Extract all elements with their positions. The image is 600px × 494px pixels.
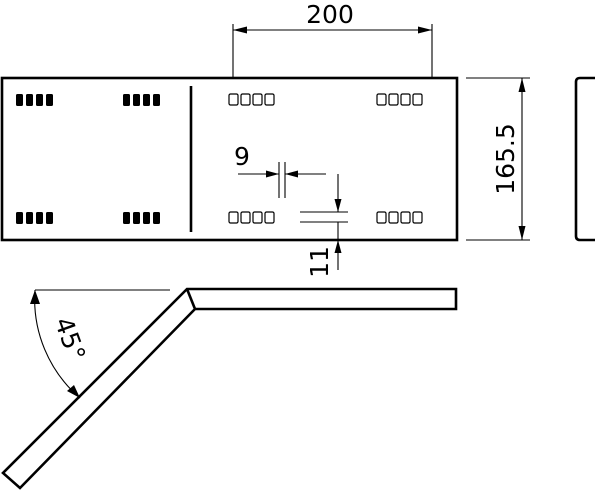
dimension-top-width: 200 bbox=[232, 0, 433, 78]
slot-group-bottom-left-1 bbox=[16, 212, 53, 224]
dimension-angle-label: 45° bbox=[49, 313, 91, 365]
slot-group-top-right-2 bbox=[376, 93, 423, 106]
dimension-height-label: 165.5 bbox=[491, 123, 520, 195]
dimension-edge-offset-label: 11 bbox=[305, 246, 334, 278]
bent-profile-view bbox=[1, 287, 458, 490]
slot-group-top-left-1 bbox=[16, 94, 53, 106]
slot-group-bottom-right-1 bbox=[228, 211, 275, 224]
dimension-height: 165.5 bbox=[466, 77, 530, 241]
channel-profile bbox=[574, 76, 595, 242]
dimension-top-width-label: 200 bbox=[306, 0, 354, 29]
slot-group-top-right-1 bbox=[228, 93, 275, 106]
slot-group-bottom-right-2 bbox=[376, 211, 423, 224]
plate-outline bbox=[0, 76, 459, 242]
dimension-slot-spacing: 9 bbox=[234, 142, 326, 198]
side-profile-view bbox=[574, 76, 595, 242]
dimension-angle: 45° bbox=[30, 289, 170, 399]
dimension-slot-spacing-label: 9 bbox=[234, 142, 250, 171]
bend-line bbox=[185, 288, 197, 310]
slot-group-top-left-2 bbox=[123, 94, 160, 106]
dimension-edge-offset: 11 bbox=[300, 174, 348, 278]
slot-group-bottom-left-2 bbox=[123, 212, 160, 224]
plan-view bbox=[0, 76, 459, 242]
